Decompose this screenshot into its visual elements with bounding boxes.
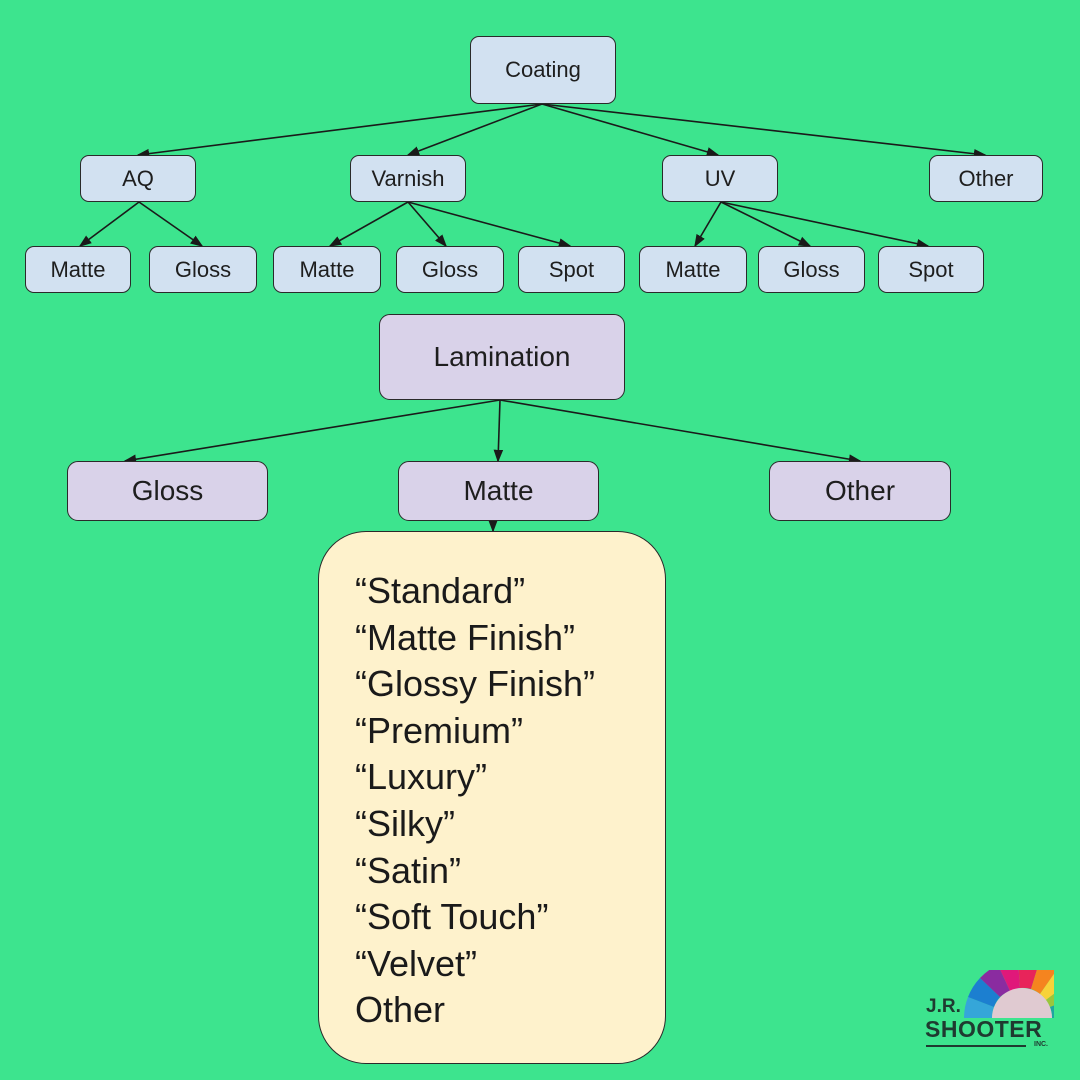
list-item: “Satin” — [355, 849, 462, 891]
node-varnish: Varnish — [350, 155, 466, 202]
list-item: “Glossy Finish” — [355, 663, 596, 705]
node-aq: AQ — [80, 155, 196, 202]
node-aq-matte: Matte — [25, 246, 131, 293]
node-uv-matte: Matte — [639, 246, 747, 293]
list-item: “Soft Touch” — [355, 896, 549, 938]
node-lamination: Lamination — [379, 314, 625, 400]
list-item: “Premium” — [355, 709, 523, 751]
edge-varnish-matte — [328, 201, 409, 247]
node-varnish-gloss: Gloss — [396, 246, 504, 293]
list-item: “Matte Finish” — [355, 616, 576, 658]
node-uv-gloss: Gloss — [758, 246, 865, 293]
logo-text-jr: J.R. — [926, 996, 961, 1017]
node-aq-gloss: Gloss — [149, 246, 257, 293]
node-varnish-spot: Spot — [518, 246, 625, 293]
edge-aq-gloss — [138, 201, 204, 247]
node-varnish-matte: Matte — [273, 246, 381, 293]
node-lamination-other: Other — [769, 461, 951, 521]
edge-aq-matte — [78, 201, 140, 247]
list-item: “Silky” — [355, 802, 455, 844]
list-item: Other — [355, 989, 446, 1031]
jr-shooter-logo: J.R. SHOOTER INC. — [924, 970, 1058, 1054]
edge-uv-spot — [720, 201, 930, 249]
node-coating: Coating — [470, 36, 616, 104]
list-item: “Standard” — [355, 570, 526, 611]
edge-lamination-other — [499, 399, 862, 464]
edge-coating-varnish — [406, 103, 543, 156]
node-lamination-matte: Matte — [398, 461, 599, 521]
edge-coating-uv — [541, 103, 720, 157]
edge-coating-aq — [136, 103, 543, 159]
edge-lamination-gloss — [123, 399, 501, 464]
node-uv-spot: Spot — [878, 246, 984, 293]
logo-text-shooter: SHOOTER — [925, 1016, 1043, 1042]
logo-text-inc: INC. — [1034, 1041, 1048, 1048]
logo-underline — [926, 1045, 1026, 1047]
node-uv: UV — [662, 155, 778, 202]
edge-uv-gloss — [720, 201, 812, 247]
edge-varnish-gloss — [407, 201, 448, 248]
node-lamination-gloss: Gloss — [67, 461, 268, 521]
node-coating-other: Other — [929, 155, 1043, 202]
matte-names-list: “Standard” “Matte Finish” “Glossy Finish… — [318, 531, 666, 1064]
edge-coating-other — [541, 103, 987, 159]
edge-varnish-spot — [407, 201, 572, 248]
color-fan-icon — [964, 970, 1054, 1018]
list-item: “Velvet” — [355, 942, 478, 984]
edge-uv-matte — [694, 201, 722, 248]
list-item: “Luxury” — [355, 756, 488, 798]
edge-lamination-matte — [493, 399, 504, 463]
